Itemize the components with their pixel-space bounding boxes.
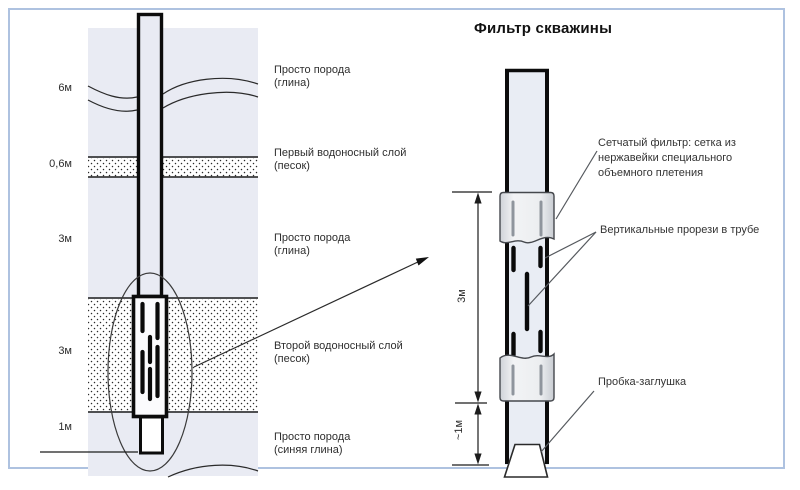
annotation-vertical-slots: Вертикальные прорези в трубе	[600, 224, 760, 236]
depth-label-6m: 6м	[58, 82, 72, 94]
first-aquifer-sand-layer	[88, 156, 258, 178]
blue-clay-wave	[167, 464, 259, 478]
second-aquifer-sand-layer	[88, 297, 258, 413]
annotation-leader-lines	[527, 150, 598, 453]
depth-label-3m-lower: 3м	[58, 345, 72, 357]
layer-label-blue-clay: Просто порода (синяя глина)	[274, 431, 351, 456]
dimension-arrowheads	[474, 192, 482, 465]
clay-layer-waves	[87, 77, 259, 112]
annotation-mesh-filter: Сетчатый фильтр: сетка из нержавейки спе…	[598, 137, 736, 179]
filter-slots-left	[140, 301, 160, 402]
layer-label-first-aquifer: Первый водоносный слой (песок)	[274, 147, 407, 172]
dimension-lines	[452, 191, 492, 466]
detail-callout-arrow	[193, 257, 429, 368]
figure-title: Фильтр скважины	[474, 20, 613, 37]
mesh-collar-bottom	[499, 352, 555, 402]
dimension-label-1m: ~1м	[453, 419, 465, 441]
layer-label-second-aquifer: Второй водоносный слой (песок)	[274, 340, 403, 365]
depth-label-1m: 1м	[58, 421, 72, 433]
layer-label-clay-1: Просто порода (глина)	[274, 64, 351, 89]
mesh-collar-top	[499, 191, 555, 244]
layer-label-clay-2: Просто порода (глина)	[274, 232, 351, 257]
vertical-slots-right	[511, 245, 543, 358]
depth-label-0-6m: 0,6м	[49, 158, 72, 170]
annotation-plug: Пробка-заглушка	[598, 376, 687, 388]
filter-highlight-ellipse	[107, 272, 193, 472]
depth-label-3m-upper: 3м	[58, 233, 72, 245]
dimension-label-3m: 3м	[456, 289, 468, 303]
bottom-plug	[503, 443, 549, 478]
